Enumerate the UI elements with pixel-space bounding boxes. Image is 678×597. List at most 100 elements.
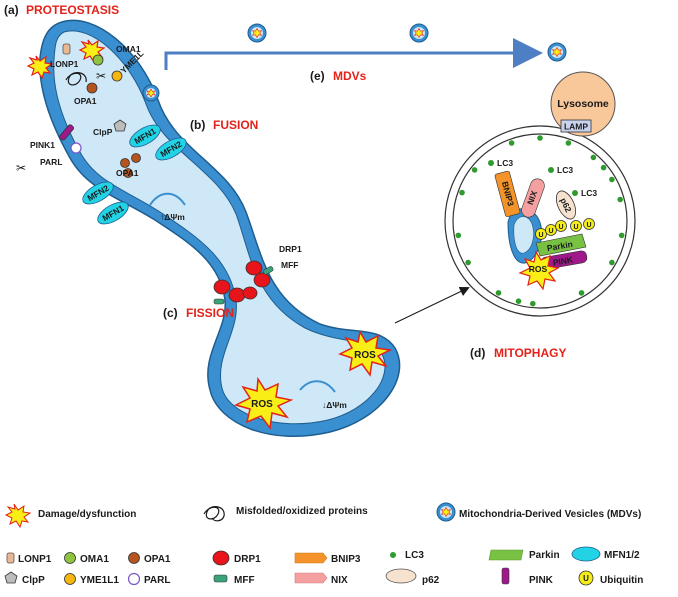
mfn2-protein: MFN2 [82, 181, 114, 205]
legend-bnip3-label: BNIP3 [331, 554, 361, 565]
bnip3-receptor: BNIP3 [494, 170, 521, 217]
label-clpp: ClpP [93, 127, 113, 137]
label-mff: MFF [281, 260, 298, 270]
lc3-icon [572, 190, 578, 196]
lc3-dot [465, 259, 471, 266]
parl-icon [70, 142, 82, 154]
svg-text:ROS: ROS [354, 350, 376, 361]
parkin-protein: Parkin [535, 233, 587, 257]
yme1l-protease-icon [111, 70, 123, 82]
lc3-dot [455, 232, 462, 239]
svg-text:U: U [538, 232, 543, 239]
section-c-letter: (c) [163, 306, 178, 320]
label-drp1: DRP1 [279, 244, 302, 254]
mfn1-protein: MFN1 [129, 124, 161, 148]
legend: Damage/dysfunction Misfolded/oxidized pr… [4, 502, 643, 586]
lc3-dot [537, 135, 543, 141]
lc3-dot [565, 140, 572, 146]
section-e-letter: (e) [310, 69, 325, 83]
misfolded-protein-icon [65, 72, 87, 86]
damage-star-icon [26, 55, 54, 80]
legend-drp1-label: DRP1 [234, 554, 261, 565]
lc3-icon [488, 160, 494, 166]
legend-mfn-icon [571, 546, 601, 562]
legend-mdv-icon [436, 502, 456, 522]
drp1-ring [213, 260, 271, 303]
legend-misfolded-label: Misfolded/oxidized proteins [236, 506, 368, 517]
lc3-dot [459, 189, 465, 196]
section-e-title: MDVs [333, 69, 367, 83]
section-a-title: PROTEOSTASIS [26, 3, 119, 17]
mfn1-protein: MFN1 [97, 201, 129, 225]
mfn2-protein: MFN2 [155, 137, 187, 161]
svg-text:Parkin: Parkin [546, 239, 573, 253]
lamp-protein: LAMP [560, 119, 592, 133]
svg-text:PINK: PINK [552, 254, 575, 268]
nix-receptor: NIX [521, 178, 545, 218]
legend-mff-icon [213, 574, 228, 583]
legend-yme1l1-icon [64, 573, 76, 585]
opa1-icon [131, 153, 141, 163]
legend-lonp1-label: LONP1 [18, 554, 52, 565]
label-parl: PARL [40, 157, 63, 167]
legend-pink-icon [501, 567, 510, 585]
legend-opa1-icon [128, 552, 140, 564]
legend-misfolded-icon [203, 506, 225, 522]
ros-star: ROS [338, 329, 393, 377]
svg-text:NIX: NIX [525, 189, 539, 206]
legend-ubiquitin-label: Ubiquitin [600, 575, 643, 586]
legend-p62-label: p62 [422, 575, 440, 586]
membrane-potential-low: ↓ΔΨm [322, 400, 347, 410]
legend-clpp-icon [4, 571, 18, 584]
section-b-letter: (b) [190, 118, 205, 132]
svg-text:U: U [573, 224, 578, 231]
ros-star: ROS [518, 250, 560, 291]
svg-text:U: U [548, 228, 553, 235]
lc3-dot [578, 290, 585, 296]
arrow-to-mitophagy [394, 286, 470, 324]
mito-crista [149, 192, 186, 206]
legend-parkin-icon [488, 549, 524, 561]
lc3-dot [530, 300, 536, 307]
legend-damage-icon [4, 503, 32, 529]
svg-text:U: U [586, 222, 591, 229]
mdv-vesicle [547, 42, 567, 62]
legend-clpp-label: ClpP [22, 575, 45, 586]
label-oma1: OMA1 [116, 44, 141, 54]
legend-oma1-icon [64, 552, 76, 564]
legend-ubiquitin-icon [578, 570, 594, 586]
mitochondrion [39, 19, 401, 437]
legend-lonp1-icon [6, 552, 15, 564]
label-lc3: LC3 [581, 188, 597, 198]
legend-pink-label: PINK [529, 575, 554, 586]
legend-nix-icon [294, 572, 328, 584]
oma1-protease-icon [92, 54, 104, 66]
legend-mdv-label: Mitochondria-Derived Vesicles (MDVs) [459, 509, 641, 520]
legend-mff-label: MFF [234, 575, 255, 586]
pink1-icon [59, 124, 75, 141]
label-opa1-fusion: OPA1 [116, 168, 139, 178]
lc3-dot [609, 259, 615, 266]
mdv-vesicle [142, 84, 160, 102]
svg-text:LAMP: LAMP [564, 122, 588, 132]
p62-adaptor: p62 [555, 190, 577, 220]
section-d-title: MITOPHAGY [494, 346, 566, 360]
label-opa1: OPA1 [74, 96, 97, 106]
legend-damage-label: Damage/dysfunction [38, 509, 136, 520]
lc3-dot [590, 154, 597, 161]
mito-crista [299, 380, 336, 393]
label-lonp1: LONP1 [50, 59, 79, 69]
legend-oma1-label: OMA1 [80, 554, 109, 565]
section-a-letter: (a) [4, 3, 19, 17]
section-d-letter: (d) [470, 346, 485, 360]
lc3-dot [508, 140, 515, 146]
clpp-protease-icon [113, 119, 127, 132]
membrane-potential-high: ↑ΔΨm [160, 212, 185, 222]
legend-drp1-icon [212, 550, 230, 566]
svg-text:U: U [558, 224, 563, 231]
opa1-icon [120, 158, 130, 168]
svg-text:ROS: ROS [529, 264, 548, 274]
scissors-icon: ✂ [16, 161, 26, 175]
legend-lc3-label: LC3 [405, 550, 424, 561]
legend-parl-icon [127, 572, 141, 586]
